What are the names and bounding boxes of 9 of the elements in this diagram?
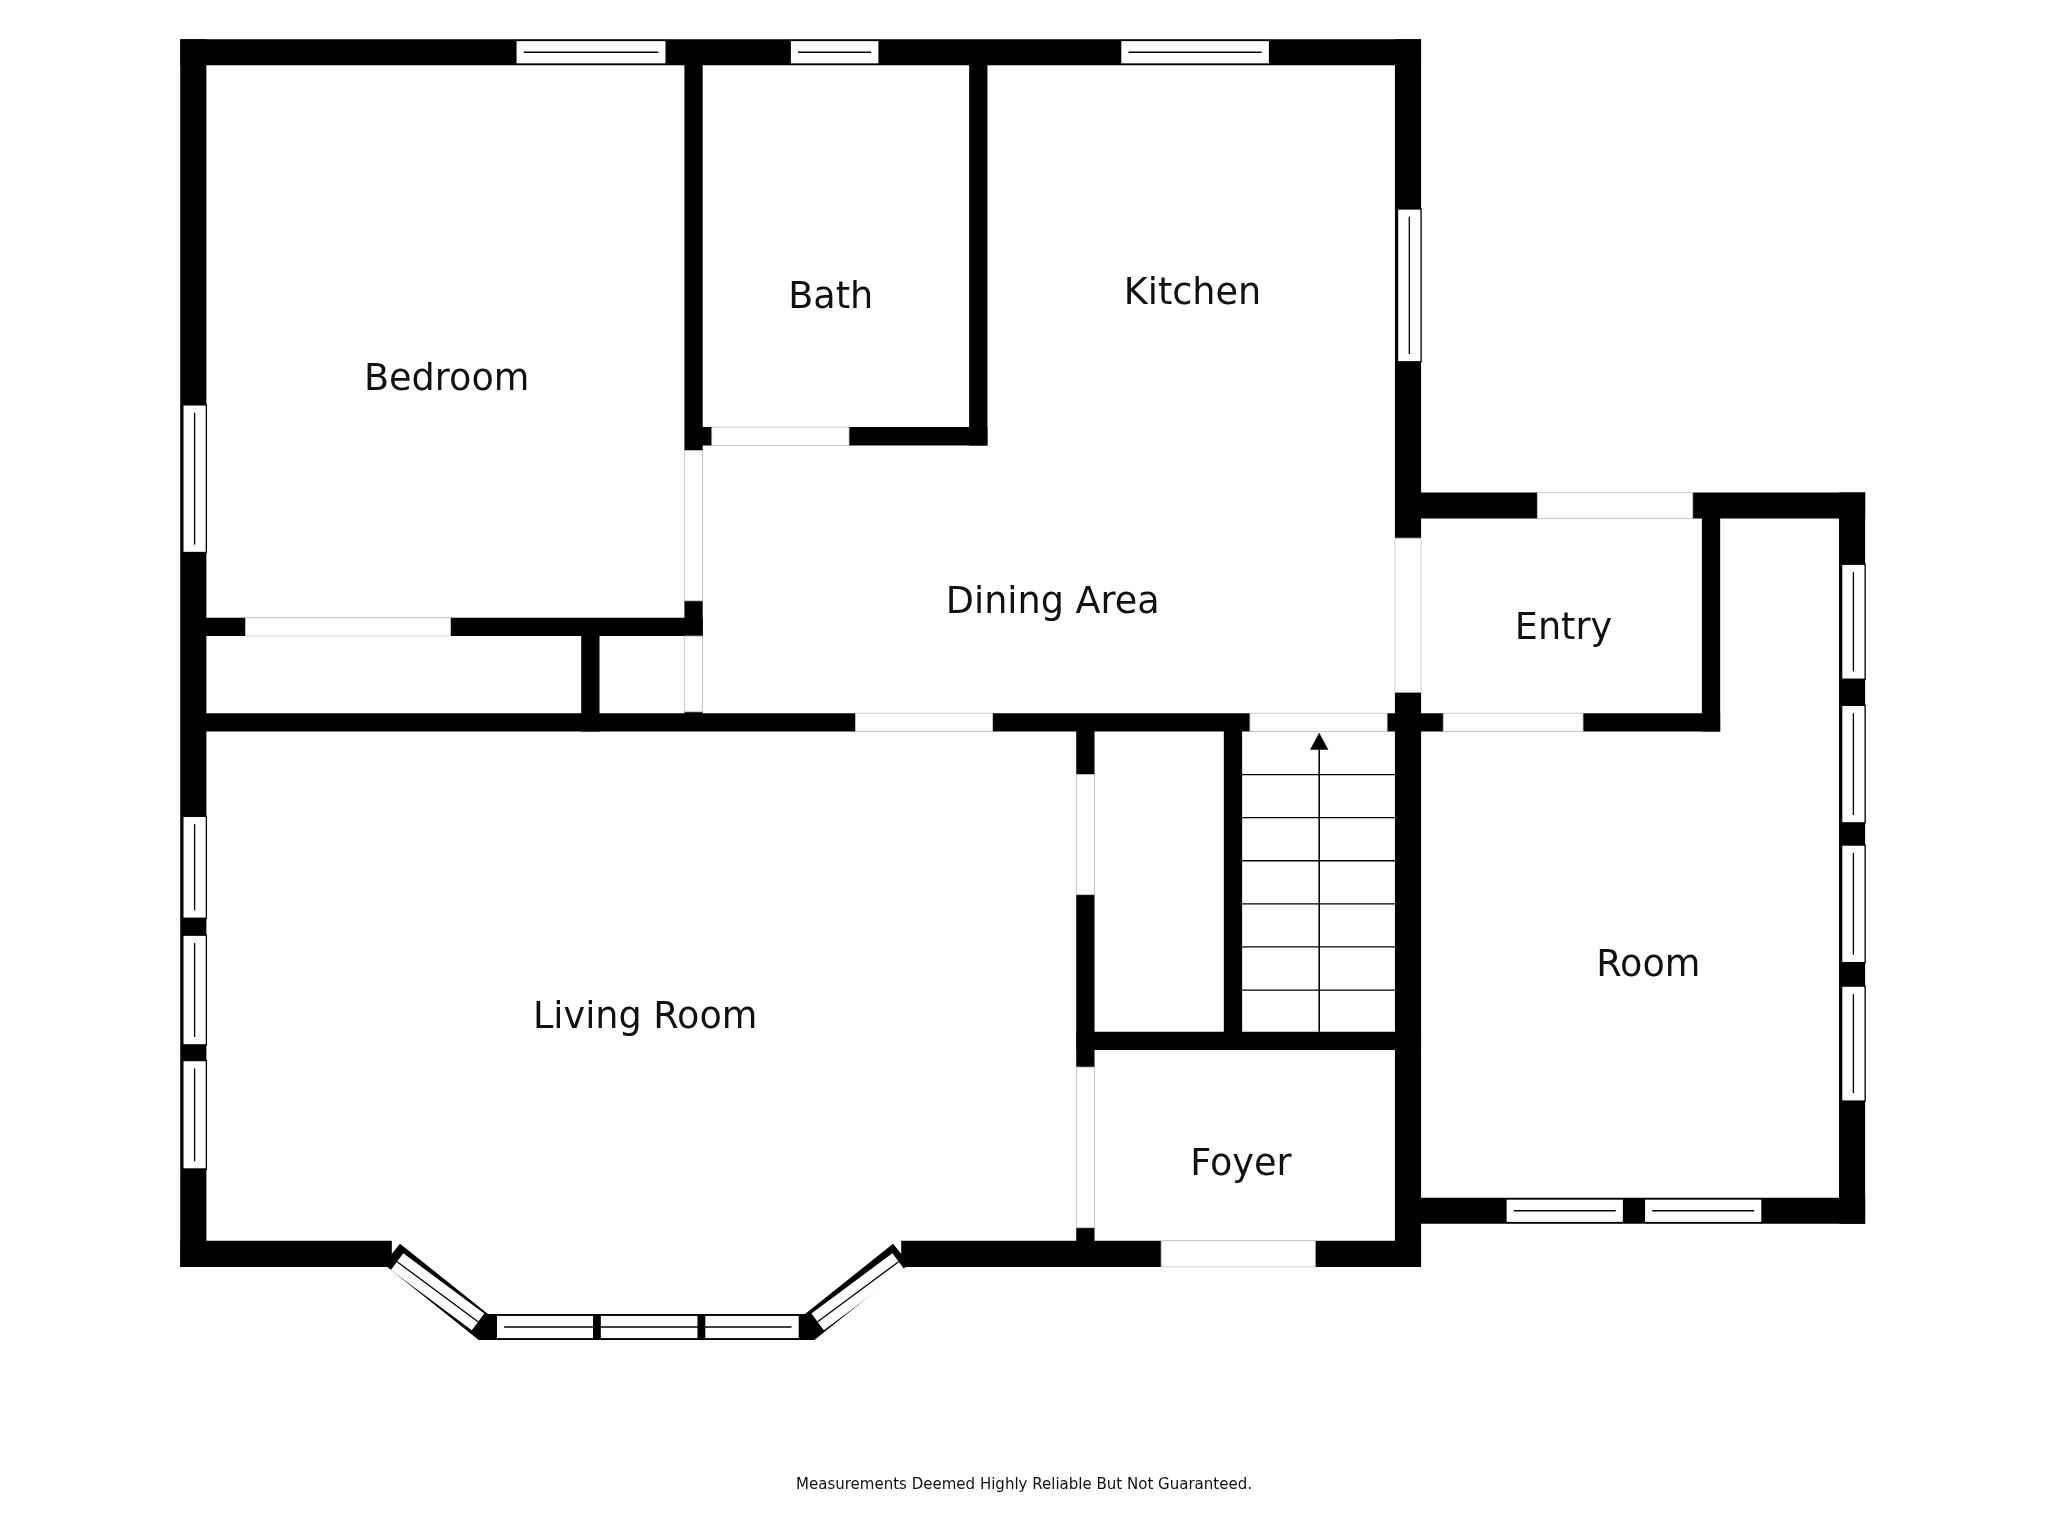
room-label: Living Room — [533, 993, 758, 1037]
disclaimer-note: Measurements Deemed Highly Reliable But Not Guaranteed. — [796, 1474, 1252, 1493]
room-label: Entry — [1514, 604, 1613, 648]
room-label: Kitchen — [1123, 269, 1262, 313]
room-label: Bedroom — [364, 355, 530, 399]
room-label: Dining Area — [945, 578, 1160, 621]
room-label: Bath — [788, 273, 874, 317]
room-label: Room — [1596, 941, 1701, 985]
room-label: Foyer — [1190, 1140, 1292, 1184]
